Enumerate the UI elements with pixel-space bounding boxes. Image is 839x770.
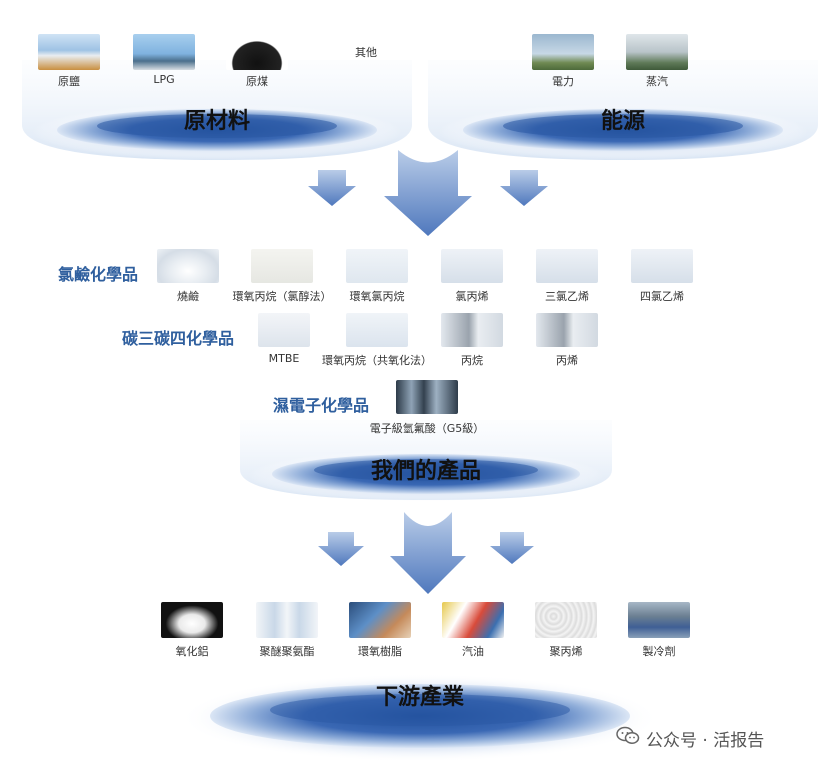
refrigerant-units-photo [628,602,690,638]
downstream-item: 環氧樹脂 [358,645,402,658]
energy-bowl [428,60,818,160]
downstream-item: 氧化鋁 [175,645,209,658]
propane-cylinder-photo [441,313,503,347]
downstream-title: 下游產業 [375,685,464,710]
wet-electronic-item: 電子級氫氟酸（G5級） [369,422,485,435]
power-tower-photo [532,34,594,70]
chlor-alkali-item: 氯丙烯 [455,290,489,303]
salt-field-photo [38,34,100,70]
chlor-alkali-item: 環氧氯丙烷 [349,290,405,303]
raw-item-label: 原煤 [246,75,268,88]
arrows-to-products [308,150,548,236]
flasks-photo [631,249,693,283]
energy-item-label: 蒸汽 [646,75,668,88]
hf-bottles-photo [396,380,458,414]
wechat-icon [616,726,640,746]
chlor-alkali-category: 氯鹼化學品 [58,265,139,284]
mtbe-photo [258,313,310,347]
downstream-item: 聚醚聚氨酯 [259,645,315,658]
polyurethane-bottles-photo [256,602,318,638]
downstream-item: 製冷劑 [642,645,676,658]
round-flask-photo [441,249,503,283]
po-flask-photo [346,313,408,347]
chlor-alkali-item: 四氯乙烯 [640,290,684,303]
lpg-plant-photo [133,34,195,70]
c3c4-category: 碳三碳四化學品 [122,329,235,348]
watermark-text: 公众号 · 活报告 [646,731,765,751]
chlor-alkali-item: 燒鹼 [177,290,199,303]
products-title: 我們的產品 [370,459,481,484]
polypropylene-pellets-photo [535,602,597,638]
downstream-item: 聚丙烯 [549,645,583,658]
downstream-item: 汽油 [462,645,484,658]
c3c4-item: 丙烷 [461,354,483,367]
downstream-bowl [180,674,660,762]
raw-materials-bowl [22,60,412,160]
chlor-alkali-item: 環氧丙烷（氯醇法） [232,290,332,303]
beaker-photo [346,249,408,283]
raw-item-label: 其他 [355,46,377,59]
c3c4-item: MTBE [268,352,300,365]
wet-electronic-category: 濕電子化學品 [273,396,370,415]
coal-pile-photo [226,36,288,70]
steam-plant-photo [626,34,688,70]
chlor-alkali-item: 三氯乙烯 [545,290,589,303]
propylene-cylinder-photo [536,313,598,347]
products-bowl [240,420,612,502]
raw-item-label: 原鹽 [58,75,80,88]
epoxy-resin-photo [349,602,411,638]
raw-materials-title: 原材料 [183,109,250,134]
arrows-to-downstream [318,512,534,594]
c3c4-item: 環氧丙烷（共氧化法） [322,354,432,367]
caustic-soda-photo [157,249,219,283]
alumina-photo [161,602,223,638]
energy-item-label: 電力 [552,75,574,88]
energy-title: 能源 [600,109,645,134]
flask-photo [251,249,313,283]
gasoline-pump-photo [442,602,504,638]
raw-item-label: LPG [153,73,175,86]
c3c4-item: 丙烯 [556,354,578,367]
erlenmeyer-photo [536,249,598,283]
